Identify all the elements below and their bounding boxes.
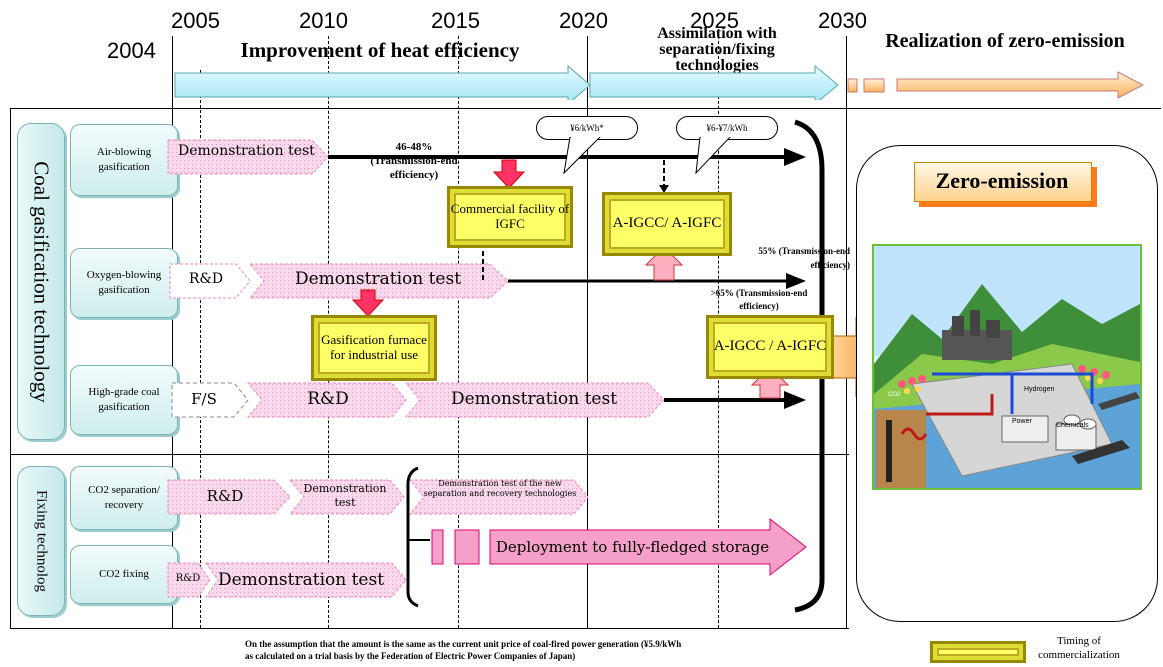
line-2015 <box>458 36 459 628</box>
map-label-power: Power <box>1012 418 1032 425</box>
red-arrow-oxy <box>351 289 385 317</box>
deploy-arrow <box>489 517 807 577</box>
fix-rd-arrow <box>167 562 211 598</box>
line-2005 <box>172 36 173 628</box>
year-2025: 2025 <box>690 8 739 33</box>
row-air-blowing: Air-blowing gasification <box>70 124 178 196</box>
phase-heat-efficiency: Improvement of heat efficiency <box>240 38 520 62</box>
hg-rd-text: R&D <box>307 389 349 409</box>
air-line-head <box>784 148 806 166</box>
box-furnace: Gasification furnace for industrial use <box>311 315 437 381</box>
red-arrow-air <box>492 159 526 189</box>
fixing-section-frame <box>10 453 849 629</box>
deploy-block-1 <box>431 529 444 565</box>
zero-dash-2 <box>863 78 885 93</box>
year-2030: 2030 <box>818 8 867 33</box>
row-co2-separation: CO2 separation/ recovery <box>70 466 178 530</box>
zero-emission-title-box <box>914 162 1092 202</box>
hg-line-head <box>784 391 806 409</box>
sep-new-arrow <box>408 479 589 515</box>
year-2015: 2015 <box>431 8 480 33</box>
box-igfc: Commercial facility of IGFC <box>447 186 573 248</box>
assimilation-arrow <box>589 64 839 100</box>
category-coal-gasification: Coal gasification technology <box>17 123 65 440</box>
zero-dash-1 <box>847 78 858 93</box>
legend-swatch <box>930 641 1026 663</box>
sep-new-text: Demonstration test of the new separation… <box>423 479 577 499</box>
hg-demo-text: Demonstration test <box>450 389 618 409</box>
pink-up-arrow-1 <box>644 246 684 281</box>
heat-efficiency-arrow <box>174 64 591 100</box>
dash-connector-1-head <box>659 185 669 193</box>
coal-section-top-right <box>846 108 1161 109</box>
year-2005: 2005 <box>171 8 220 33</box>
row-co2-fixing: CO2 fixing <box>70 545 178 604</box>
oxy-line-head <box>786 273 806 289</box>
line-2020 <box>587 36 588 628</box>
oxy-demo-text: Demonstration test <box>294 269 462 289</box>
year-2020: 2020 <box>559 8 608 33</box>
map-label-hydrogen: Hydrogen <box>1024 386 1055 393</box>
fix-demo-arrow <box>205 562 407 598</box>
phase-arrows <box>174 64 1145 100</box>
fix-rd-text: R&D <box>175 573 201 584</box>
deploy-text: Deployment to fully-fledged storage <box>495 538 770 556</box>
phase-assimilation: Assimilation with separation/fixing tech… <box>657 25 777 74</box>
air-demo-text: Demonstration test <box>178 143 315 159</box>
hg-rd-arrow <box>246 382 407 418</box>
map-label-chemicals: Chemicals <box>1056 422 1089 429</box>
eff-label-1: 46-48% (Transmission-end efficiency) <box>370 141 458 181</box>
sep-demo-text: Demonstration test <box>303 482 387 510</box>
eff-label-2: 55% (Transmission-end efficiency) <box>758 246 850 271</box>
eff-label-3: >65% (Transmission-end efficiency) <box>710 288 808 311</box>
footer-note-2: as calculated on a trial basis by the Fe… <box>245 651 576 661</box>
box-aigcc-2: A-IGCC / A-IGFC <box>706 315 834 379</box>
deploy-block-2 <box>454 529 480 565</box>
hg-fs-arrow <box>171 382 249 418</box>
oxy-demo-arrow <box>248 263 509 299</box>
cost-bubble-1: ¥6/kWh* <box>536 116 638 140</box>
fix-demo-text: Demonstration test <box>217 570 385 590</box>
zero-emission-illustration <box>872 244 1142 490</box>
cost-bubble-1-tail <box>563 137 601 175</box>
cost-bubble-2-tail <box>695 137 731 175</box>
oxy-rd-arrow <box>169 263 251 299</box>
sep-demo-arrow <box>288 479 405 515</box>
oxy-rd-text: R&D <box>188 271 224 287</box>
coal-section-frame <box>10 108 849 455</box>
sep-rd-text: R&D <box>206 487 244 505</box>
zero-emission-title: Zero-emission <box>935 168 1069 193</box>
fixing-bracket <box>406 466 419 608</box>
phase-zero-emission: Realization of zero-emission <box>885 30 1125 52</box>
line-2030 <box>846 36 847 628</box>
year-2010: 2010 <box>299 8 348 33</box>
map-label-co2: CO2 <box>888 392 901 398</box>
line-2005-inner <box>200 70 201 628</box>
year-2004: 2004 <box>107 38 156 63</box>
row-high-grade: High-grade coal gasification <box>70 365 178 435</box>
hg-fs-text: F/S <box>191 390 217 408</box>
air-demo-arrow <box>167 139 329 175</box>
hg-demo-arrow <box>404 382 665 418</box>
box-aigcc-1: A-IGCC/ A-IGFC <box>602 192 732 256</box>
sep-rd-arrow <box>167 479 291 515</box>
legend-label: Timing of commercialization <box>1038 635 1120 662</box>
footer-note-1: On the assumption that the amount is the… <box>245 639 682 649</box>
zero-emission-arrow <box>896 71 1145 99</box>
category-fixing: Fixing technolog <box>17 466 65 616</box>
